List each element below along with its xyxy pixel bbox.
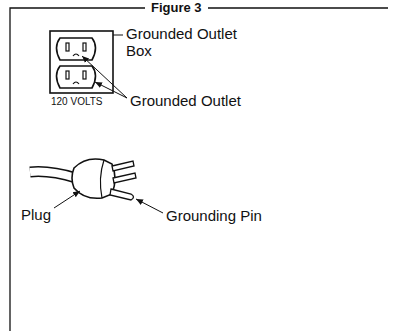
part-label: Grounding Pin <box>166 208 262 225</box>
outlet-box <box>50 31 113 93</box>
leader-line <box>95 82 127 98</box>
part-label: Grounded Outlet <box>130 93 241 110</box>
voltage-label: 120 VOLTS <box>51 96 103 107</box>
leader-line <box>113 35 123 36</box>
plug-illustration <box>30 159 136 200</box>
leader-line <box>82 56 127 98</box>
figure-title: Figure 3 <box>145 1 208 15</box>
part-label: Plug <box>21 207 51 224</box>
leader-line <box>54 191 80 208</box>
part-label: Grounded Outlet Box <box>126 26 251 59</box>
figure-frame <box>10 8 388 331</box>
leader-line <box>136 199 163 213</box>
